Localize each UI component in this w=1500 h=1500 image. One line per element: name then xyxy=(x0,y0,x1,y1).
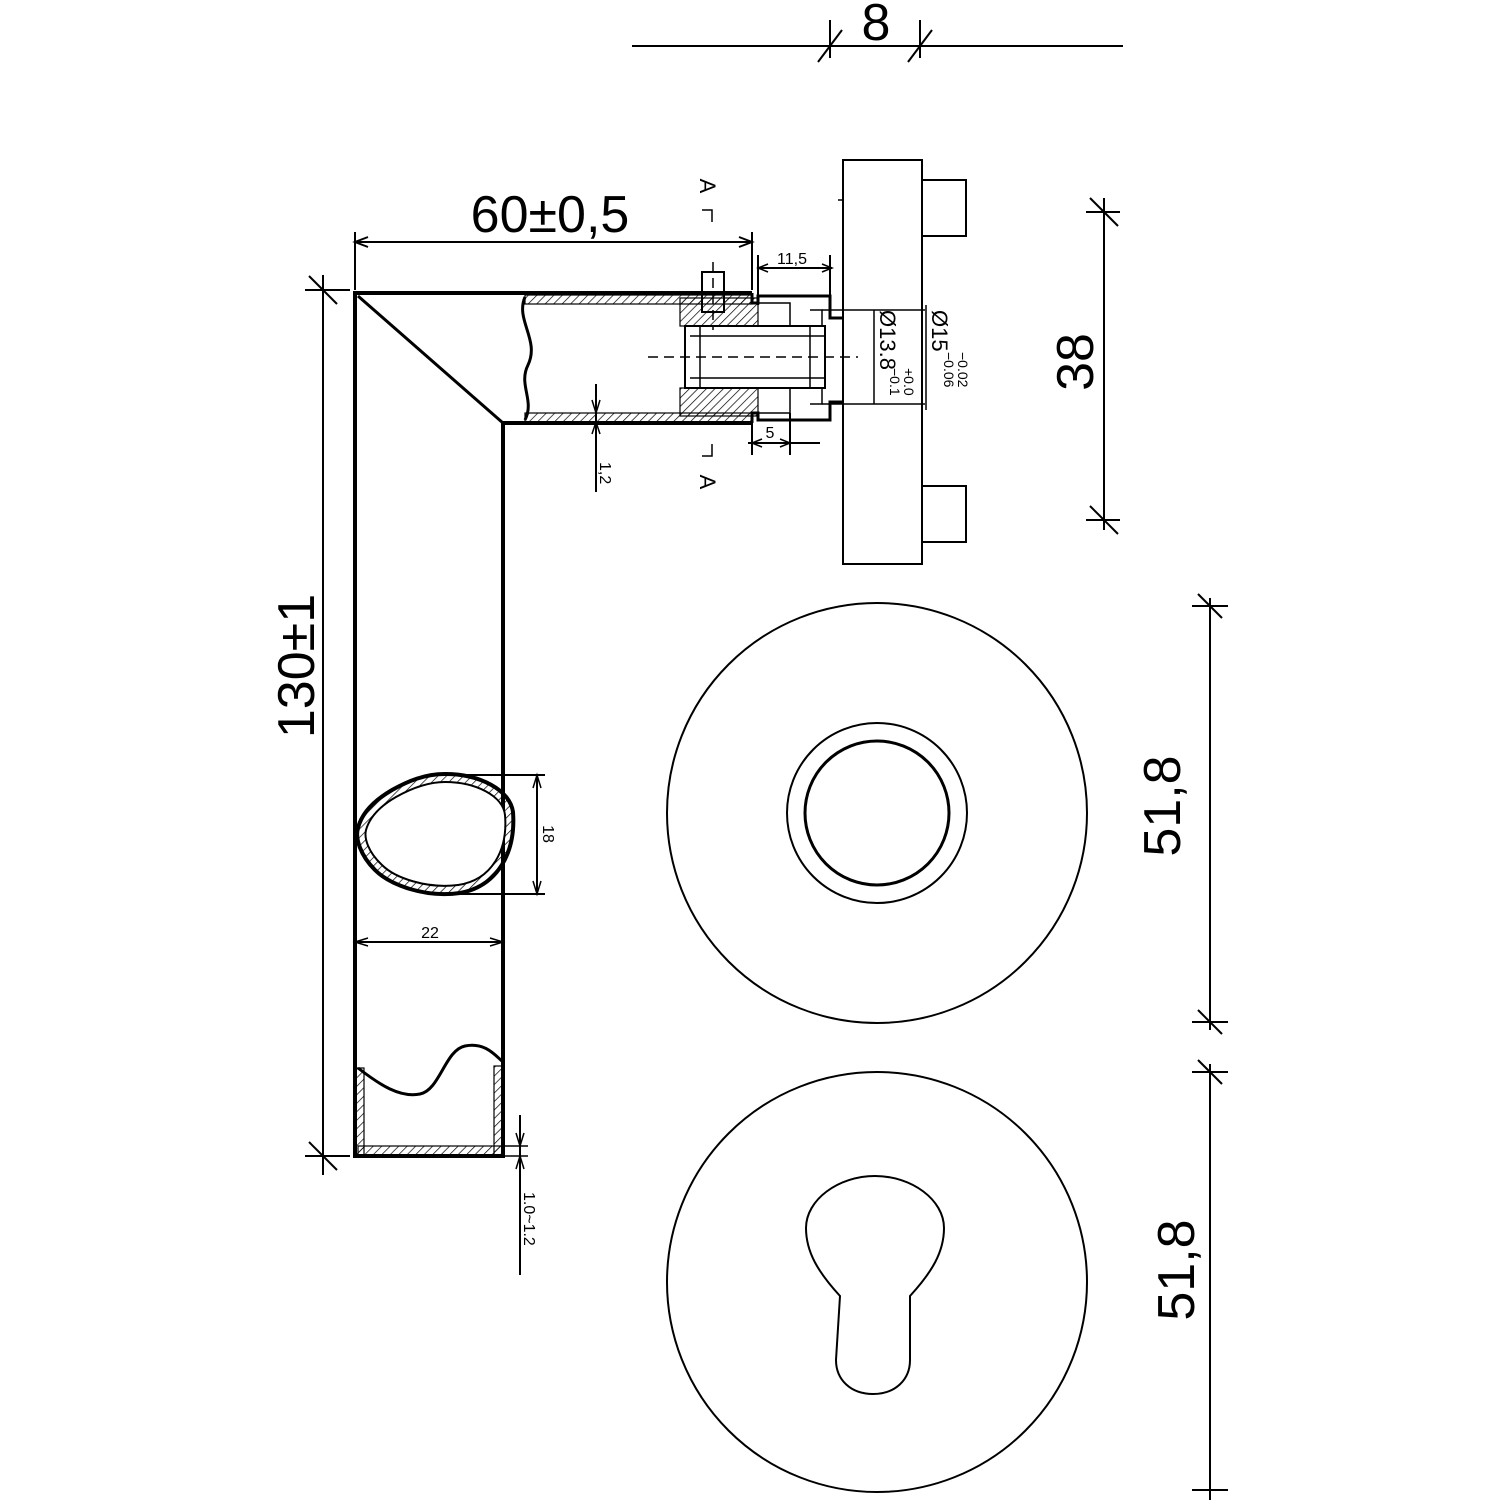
dimension-section-height: 18 xyxy=(445,772,556,897)
dimension-inner-diameter-tol-lower: −0.1 xyxy=(887,368,903,396)
dimension-tube-thickness-label: 1.0~1.2 xyxy=(520,1192,537,1246)
dimension-total-height-label: 130±1 xyxy=(268,594,326,738)
dimension-tube-thickness: 1.0~1.2 xyxy=(503,1115,537,1275)
dimension-rose-diameter-upper-label: 51,8 xyxy=(1134,755,1192,856)
dimension-neck-length: 11,5 xyxy=(755,251,835,310)
dimension-neck-length-label: 11,5 xyxy=(777,251,807,268)
dimension-top-width: 8 xyxy=(632,0,1123,63)
dimension-wall-thickness-label: 1,2 xyxy=(596,462,613,484)
dimension-outer-diameter-label: Ø15 xyxy=(927,310,952,352)
dimension-rose-diameter-lower-label: 51,8 xyxy=(1148,1219,1206,1320)
dimension-outer-diameter: Ø15 −0.02 −0.06 xyxy=(925,305,971,410)
dimension-rose-height: 38 xyxy=(1047,197,1120,535)
dimension-outer-diameter-tol-upper: −0.02 xyxy=(955,352,971,388)
dimension-total-height: 130±1 xyxy=(268,275,350,1175)
dimension-inner-diameter-tol-upper: +0.0 xyxy=(901,368,917,396)
dimension-handle-width: 22 xyxy=(352,925,506,947)
dimension-lever-length: 60±0,5 xyxy=(352,186,755,290)
rose-lower-keyhole xyxy=(666,1071,1088,1493)
dimension-rose-diameter-lower: 51,8 xyxy=(1148,1059,1228,1500)
spindle-assembly xyxy=(648,262,858,423)
section-label-top: A xyxy=(695,179,720,194)
dimension-wall-thickness: 1,2 xyxy=(591,384,613,492)
section-mark-top: A xyxy=(695,179,720,222)
dimension-lever-length-label: 60±0,5 xyxy=(471,186,630,244)
section-label-bottom: A xyxy=(695,475,720,490)
dimension-step-length: 5 xyxy=(748,413,820,455)
dimension-step-length-label: 5 xyxy=(766,425,775,442)
section-mark-bottom: A xyxy=(695,444,720,490)
rose-upper-front xyxy=(666,602,1088,1024)
cross-section xyxy=(355,771,516,896)
dimension-inner-diameter-label: Ø13.8 xyxy=(875,310,900,370)
dimension-handle-width-label: 22 xyxy=(421,925,439,942)
dimension-outer-diameter-tol-lower: −0.06 xyxy=(941,352,957,388)
rose-side-view xyxy=(838,159,967,565)
dimension-top-width-label: 8 xyxy=(862,0,891,52)
dimension-rose-diameter-upper: 51,8 xyxy=(1134,593,1228,1035)
lever-handle xyxy=(353,291,753,1158)
dimension-section-height-label: 18 xyxy=(539,825,556,843)
dimension-inner-diameter: Ø13.8 +0.0 −0.1 xyxy=(822,309,925,405)
keyhole-outline xyxy=(804,1174,946,1396)
dimension-rose-height-label: 38 xyxy=(1047,333,1105,391)
